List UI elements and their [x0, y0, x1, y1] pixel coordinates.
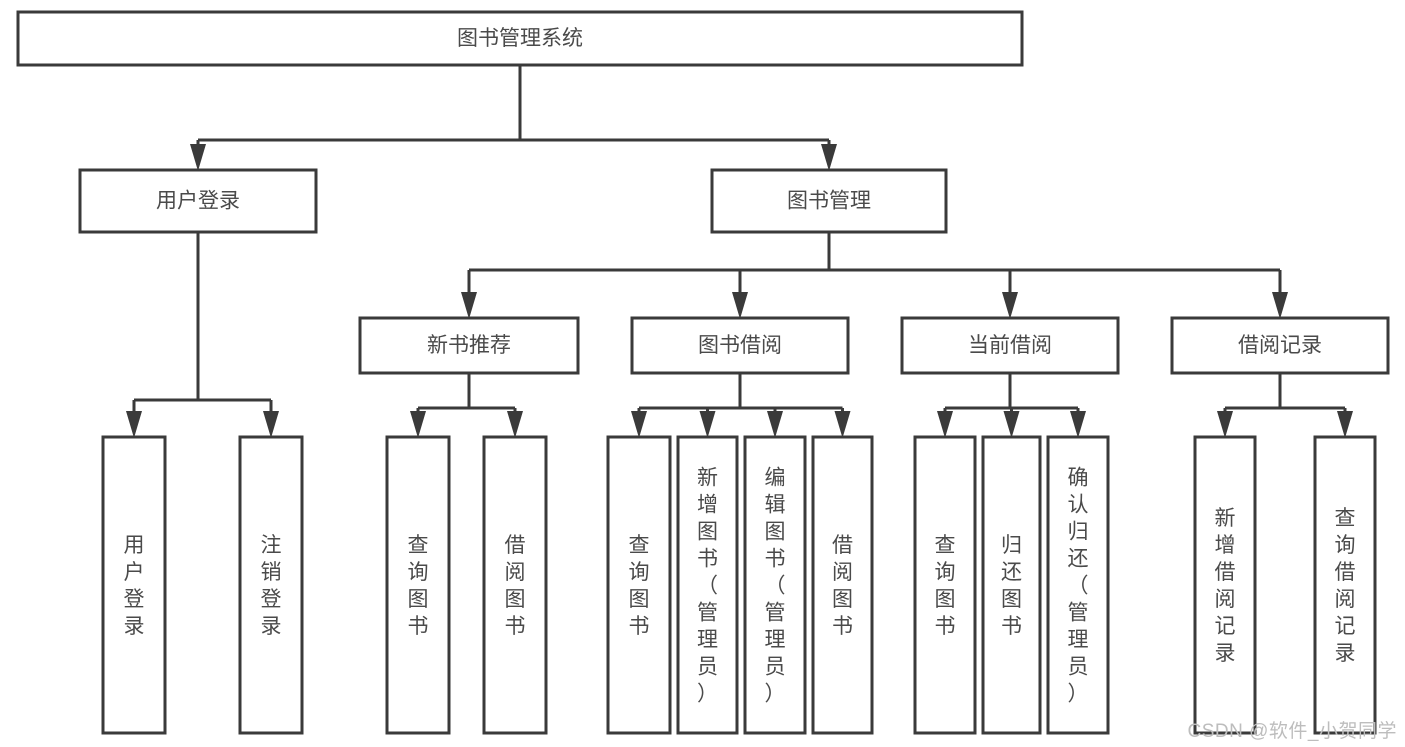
node-label-leaf-query-3: 查询图书 [935, 534, 956, 638]
node-box-root [16, 10, 1024, 67]
node-leaf-user-login[interactable]: 用户登录 [101, 435, 167, 735]
node-label-leaf-logout: 注销登录 [261, 534, 282, 638]
node-book-borrow[interactable]: 图书借阅 [630, 316, 850, 375]
node-leaf-borrow-2[interactable]: 借阅图书 [811, 435, 874, 735]
node-label-leaf-borrow-1: 借阅图书 [505, 534, 526, 638]
node-label-book-borrow: 图书借阅 [698, 334, 782, 357]
node-label-leaf-user-login: 用户登录 [124, 534, 145, 638]
node-box-leaf-add-book [676, 435, 739, 735]
node-box-user-login [78, 168, 318, 234]
node-leaf-query-1[interactable]: 查询图书 [385, 435, 451, 735]
node-current-borrow[interactable]: 当前借阅 [900, 316, 1120, 375]
node-user-login[interactable]: 用户登录 [78, 168, 318, 234]
node-label-leaf-query-1: 查询图书 [408, 534, 429, 638]
node-box-leaf-logout [238, 435, 304, 735]
node-box-leaf-user-login [101, 435, 167, 735]
node-box-leaf-return [981, 435, 1042, 735]
node-box-leaf-borrow-2 [811, 435, 874, 735]
node-box-new-book-rec [358, 316, 580, 375]
node-label-root: 图书管理系统 [457, 27, 583, 50]
node-label-leaf-edit-book: 编辑图书（管理员） [765, 467, 786, 706]
node-new-book-rec[interactable]: 新书推荐 [358, 316, 580, 375]
node-box-leaf-edit-book [743, 435, 807, 735]
node-leaf-confirm[interactable]: 确认归还（管理员） [1046, 435, 1110, 735]
node-leaf-return[interactable]: 归还图书 [981, 435, 1042, 735]
node-box-leaf-query-2 [606, 435, 672, 735]
node-leaf-add-book[interactable]: 新增图书（管理员） [676, 435, 739, 735]
node-label-leaf-borrow-2: 借阅图书 [832, 534, 853, 638]
node-box-book-manage [710, 168, 948, 234]
node-leaf-query-rec[interactable]: 查询借阅记录 [1313, 435, 1377, 735]
node-book-manage[interactable]: 图书管理 [710, 168, 948, 234]
node-label-leaf-confirm: 确认归还（管理员） [1068, 467, 1089, 706]
node-box-leaf-confirm [1046, 435, 1110, 735]
node-label-leaf-query-rec: 查询借阅记录 [1335, 507, 1356, 665]
node-label-user-login: 用户登录 [156, 190, 240, 213]
node-leaf-query-3[interactable]: 查询图书 [913, 435, 977, 735]
node-leaf-edit-book[interactable]: 编辑图书（管理员） [743, 435, 807, 735]
node-box-leaf-query-rec [1313, 435, 1377, 735]
node-root[interactable]: 图书管理系统 [16, 10, 1024, 67]
node-label-borrow-record: 借阅记录 [1238, 334, 1322, 357]
node-label-leaf-add-rec: 新增借阅记录 [1215, 507, 1236, 665]
node-layer: 图书管理系统用户登录图书管理新书推荐图书借阅当前借阅借阅记录用户登录注销登录查询… [16, 10, 1390, 735]
node-box-leaf-query-1 [385, 435, 451, 735]
node-box-current-borrow [900, 316, 1120, 375]
node-box-leaf-add-rec [1193, 435, 1257, 735]
connector-layer [126, 65, 1353, 438]
node-label-leaf-query-2: 查询图书 [629, 534, 650, 638]
node-box-book-borrow [630, 316, 850, 375]
node-label-leaf-add-book: 新增图书（管理员） [697, 467, 718, 706]
node-leaf-add-rec[interactable]: 新增借阅记录 [1193, 435, 1257, 735]
node-borrow-record[interactable]: 借阅记录 [1170, 316, 1390, 375]
node-leaf-query-2[interactable]: 查询图书 [606, 435, 672, 735]
node-leaf-logout[interactable]: 注销登录 [238, 435, 304, 735]
node-box-leaf-query-3 [913, 435, 977, 735]
node-box-leaf-borrow-1 [482, 435, 548, 735]
node-label-new-book-rec: 新书推荐 [427, 334, 511, 357]
node-box-borrow-record [1170, 316, 1390, 375]
node-leaf-borrow-1[interactable]: 借阅图书 [482, 435, 548, 735]
node-label-current-borrow: 当前借阅 [968, 334, 1052, 357]
node-label-book-manage: 图书管理 [787, 190, 871, 213]
node-label-leaf-return: 归还图书 [1001, 534, 1022, 638]
